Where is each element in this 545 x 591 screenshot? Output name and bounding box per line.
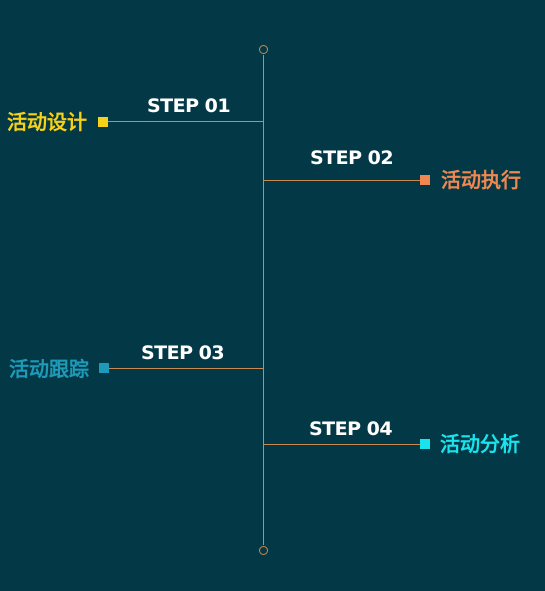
step-04-label: STEP 04	[309, 418, 393, 440]
step-01-marker	[98, 117, 108, 127]
step-03-label: STEP 03	[141, 342, 225, 364]
step-01-stage-label: 活动设计	[7, 110, 87, 134]
timeline-start-circle	[259, 45, 268, 54]
step-03-connector	[104, 368, 263, 369]
step-02-stage-label: 活动执行	[441, 168, 521, 192]
step-02-marker	[420, 175, 430, 185]
step-03-marker	[99, 363, 109, 373]
step-01-connector	[103, 121, 263, 122]
step-04-connector	[263, 444, 425, 445]
step-04-marker	[420, 439, 430, 449]
step-04-stage-label: 活动分析	[440, 432, 520, 456]
step-02-connector	[263, 180, 425, 181]
step-02-label: STEP 02	[310, 147, 394, 169]
step-01-label: STEP 01	[147, 95, 231, 117]
step-03-stage-label: 活动跟踪	[9, 357, 89, 381]
timeline-axis	[263, 55, 264, 545]
timeline-end-circle	[259, 546, 268, 555]
